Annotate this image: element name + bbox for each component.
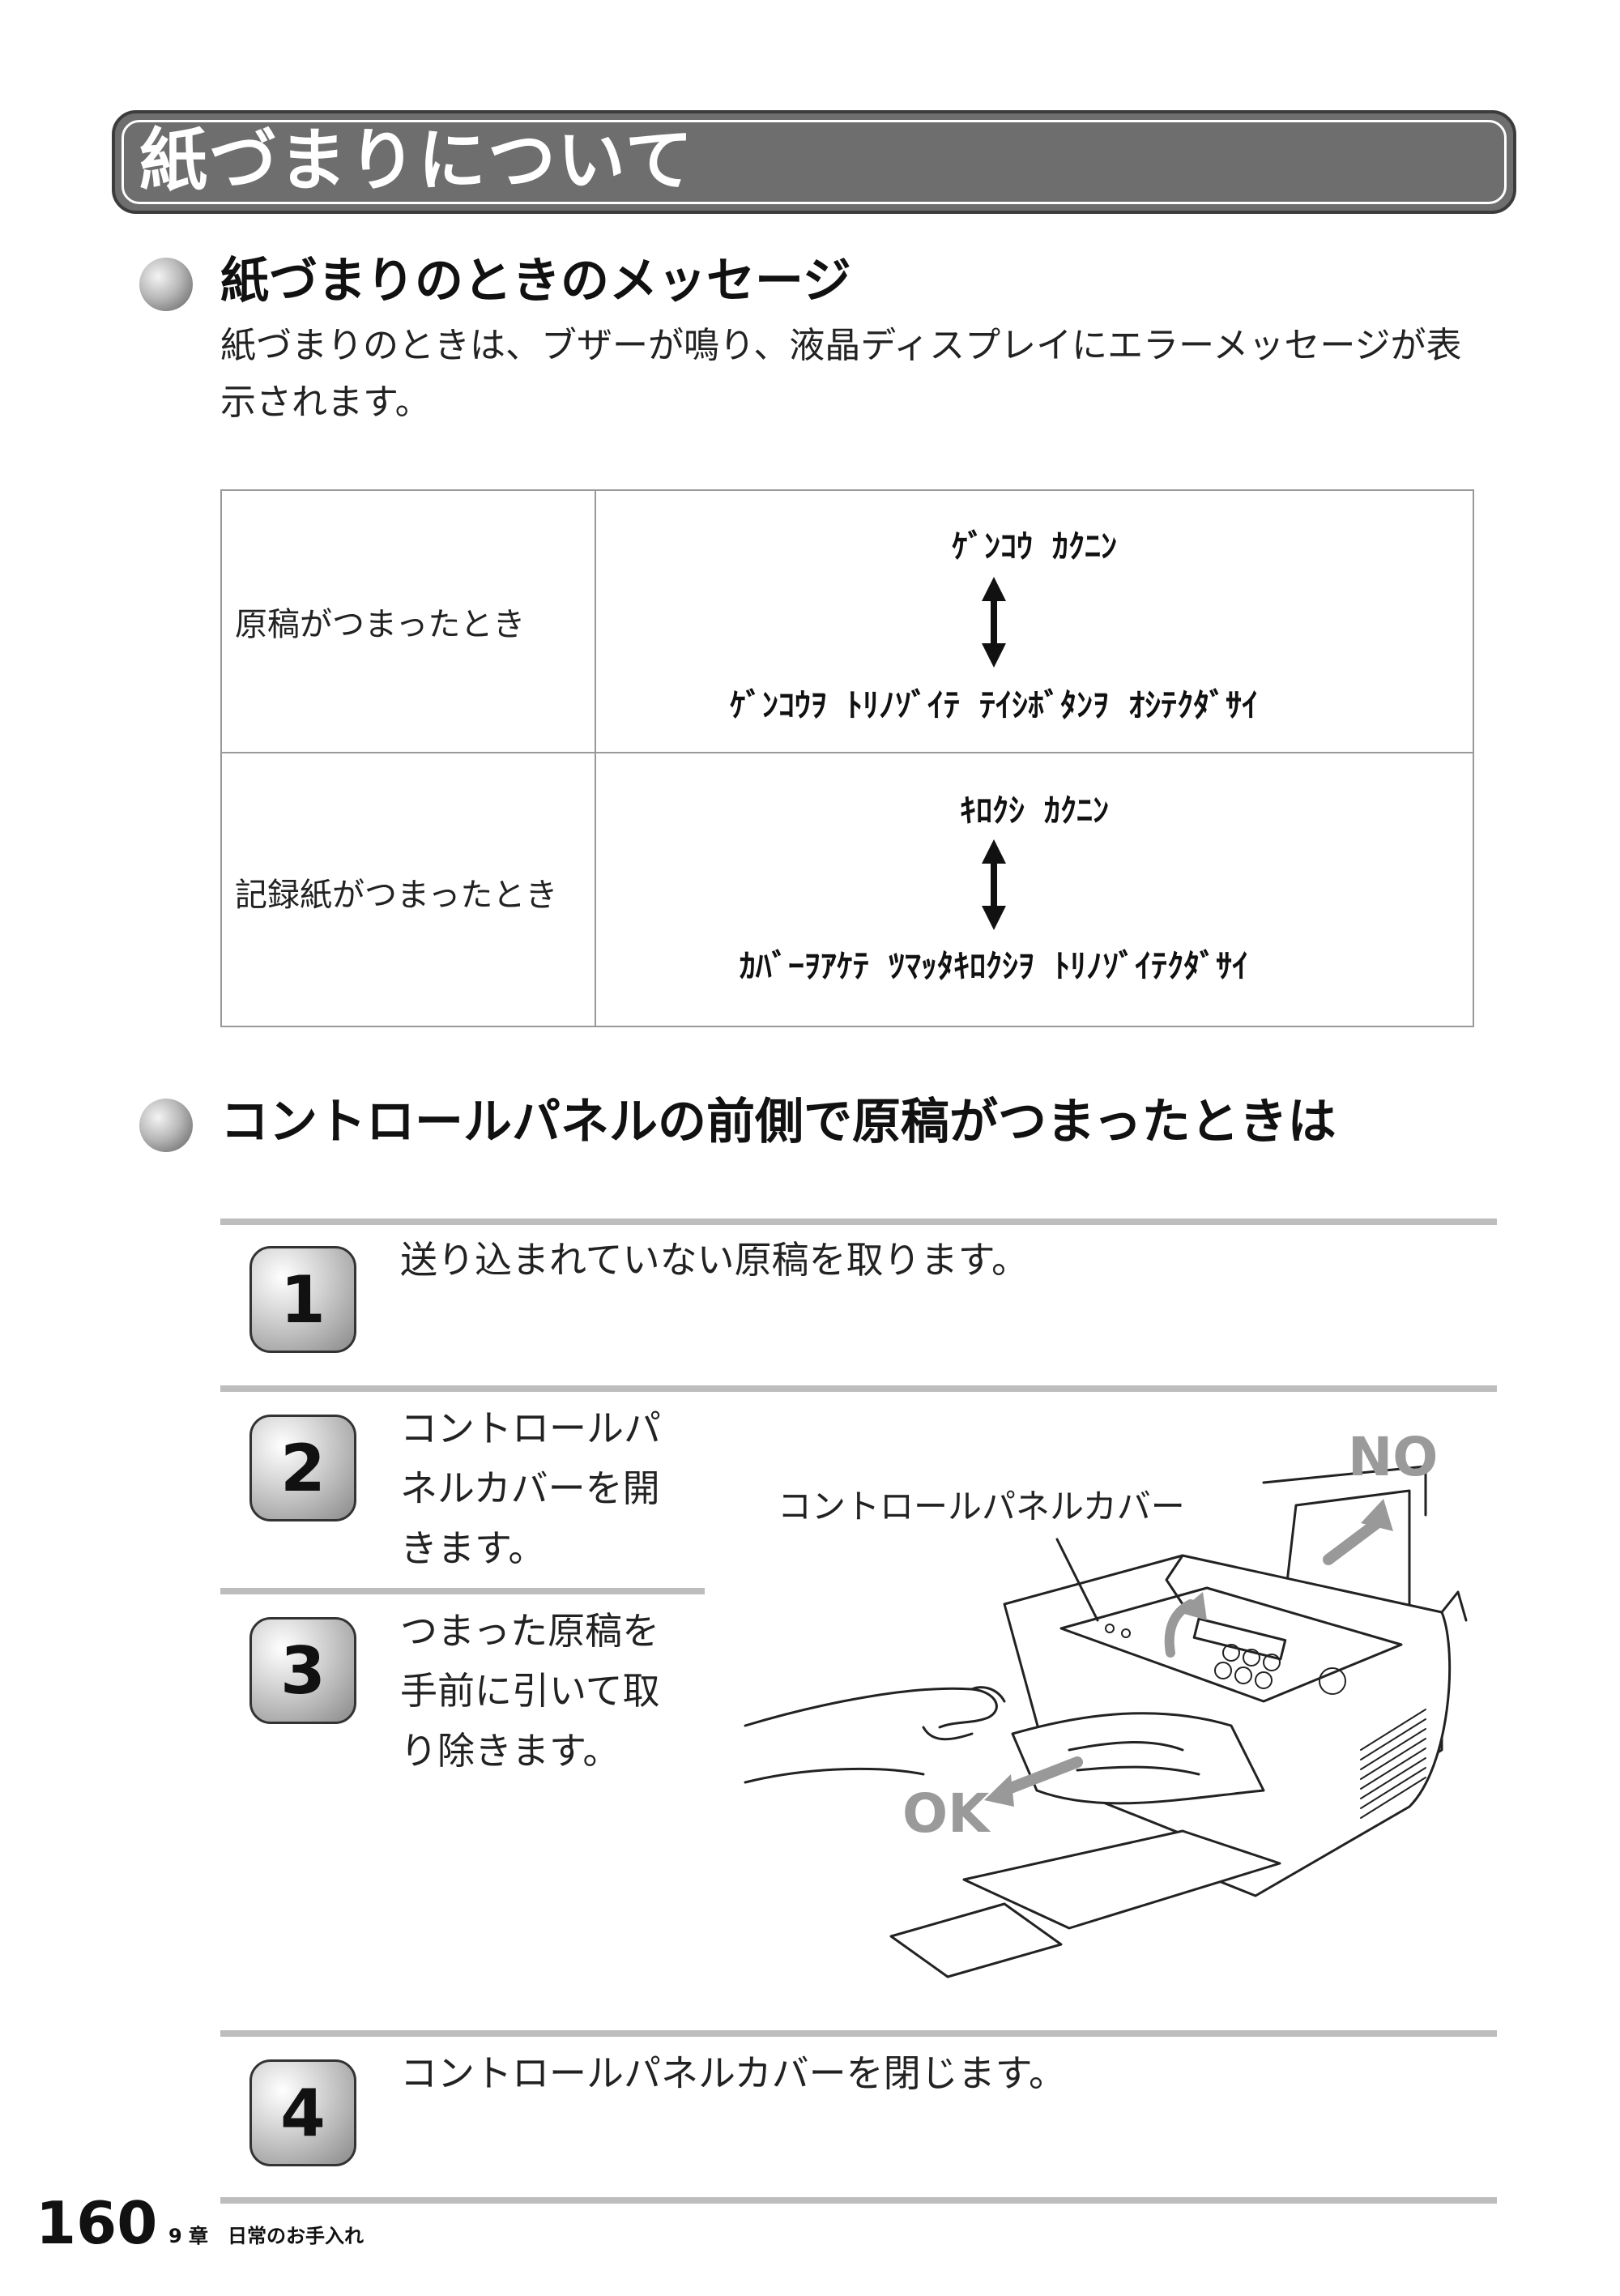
chapter-footer: 9 章 日常のお手入れ bbox=[168, 2225, 364, 2247]
page-title: 紙づまりについて bbox=[139, 121, 695, 200]
table-row-divider bbox=[220, 752, 1474, 753]
step-divider bbox=[220, 1218, 1497, 1225]
section-body-line-2: 示されます。 bbox=[220, 382, 431, 423]
section-bullet-icon bbox=[139, 258, 193, 311]
step-text-line: きます。 bbox=[400, 1526, 546, 1570]
step-number-badge: 1 bbox=[249, 1246, 356, 1353]
step-text-line: 手前に引いて取 bbox=[400, 1669, 660, 1713]
section-body-line-1: 紙づまりのときは、ブザーが鳴り、液晶ディスプレイにエラーメッセージが表 bbox=[220, 325, 1462, 366]
step-text-line: コントロールパ bbox=[400, 1406, 661, 1450]
fax-machine-illustration bbox=[744, 1465, 1468, 1978]
step-text-line: ネルカバーを開 bbox=[400, 1466, 660, 1510]
updown-arrow-icon bbox=[982, 839, 1006, 930]
step-divider bbox=[220, 1588, 705, 1594]
step-number-badge: 2 bbox=[249, 1415, 356, 1521]
step-number-badge: 3 bbox=[249, 1617, 356, 1724]
illustration-ok-label: OK bbox=[902, 1782, 990, 1845]
step-text-line: 送り込まれていない原稿を取ります。 bbox=[400, 1238, 1030, 1282]
lcd-message-top: ｹﾞﾝｺｳ ｶｸﾆﾝ bbox=[951, 528, 1118, 565]
banner-inner-border bbox=[122, 120, 1507, 204]
step-divider bbox=[220, 1385, 1497, 1392]
section-bullet-icon bbox=[139, 1099, 193, 1152]
section-heading-front-jam: コントロールパネルの前側で原稿がつまったときは bbox=[220, 1094, 1336, 1150]
lcd-message-bottom: ｶﾊﾞｰｦｱｹﾃ ﾂﾏｯﾀｷﾛｸｼｦ ﾄﾘﾉｿﾞｲﾃｸﾀﾞｻｲ bbox=[739, 948, 1249, 985]
table-row-label: 記録紙がつまったとき bbox=[235, 877, 558, 914]
table-column-divider bbox=[595, 489, 596, 1027]
step-divider bbox=[220, 2030, 1497, 2037]
section-heading-jam-message: 紙づまりのときのメッセージ bbox=[220, 253, 851, 309]
step-text-line: つまった原稿を bbox=[400, 1609, 660, 1653]
lcd-message-top: ｷﾛｸｼ ｶｸﾆﾝ bbox=[959, 792, 1110, 830]
updown-arrow-icon bbox=[982, 577, 1006, 668]
title-banner: 紙づまりについて bbox=[112, 110, 1516, 214]
step-text-line: り除きます。 bbox=[400, 1729, 620, 1773]
table-row-label: 原稿がつまったとき bbox=[235, 606, 526, 643]
step-number-badge: 4 bbox=[249, 2059, 356, 2166]
illustration-no-label: NO bbox=[1348, 1426, 1439, 1488]
lcd-message-bottom: ｹﾞﾝｺｳｦ ﾄﾘﾉｿﾞｲﾃ ﾃｲｼﾎﾞﾀﾝｦ ｵｼﾃｸﾀﾞｻｲ bbox=[729, 687, 1259, 724]
page-number: 160 bbox=[36, 2189, 158, 2257]
illustration-callout-label: コントロールパネルカバー bbox=[778, 1487, 1185, 1526]
step-text-line: コントロールパネルカバーを閉じます。 bbox=[400, 2051, 1067, 2095]
message-table bbox=[220, 489, 1474, 1027]
step-divider bbox=[220, 2197, 1497, 2204]
